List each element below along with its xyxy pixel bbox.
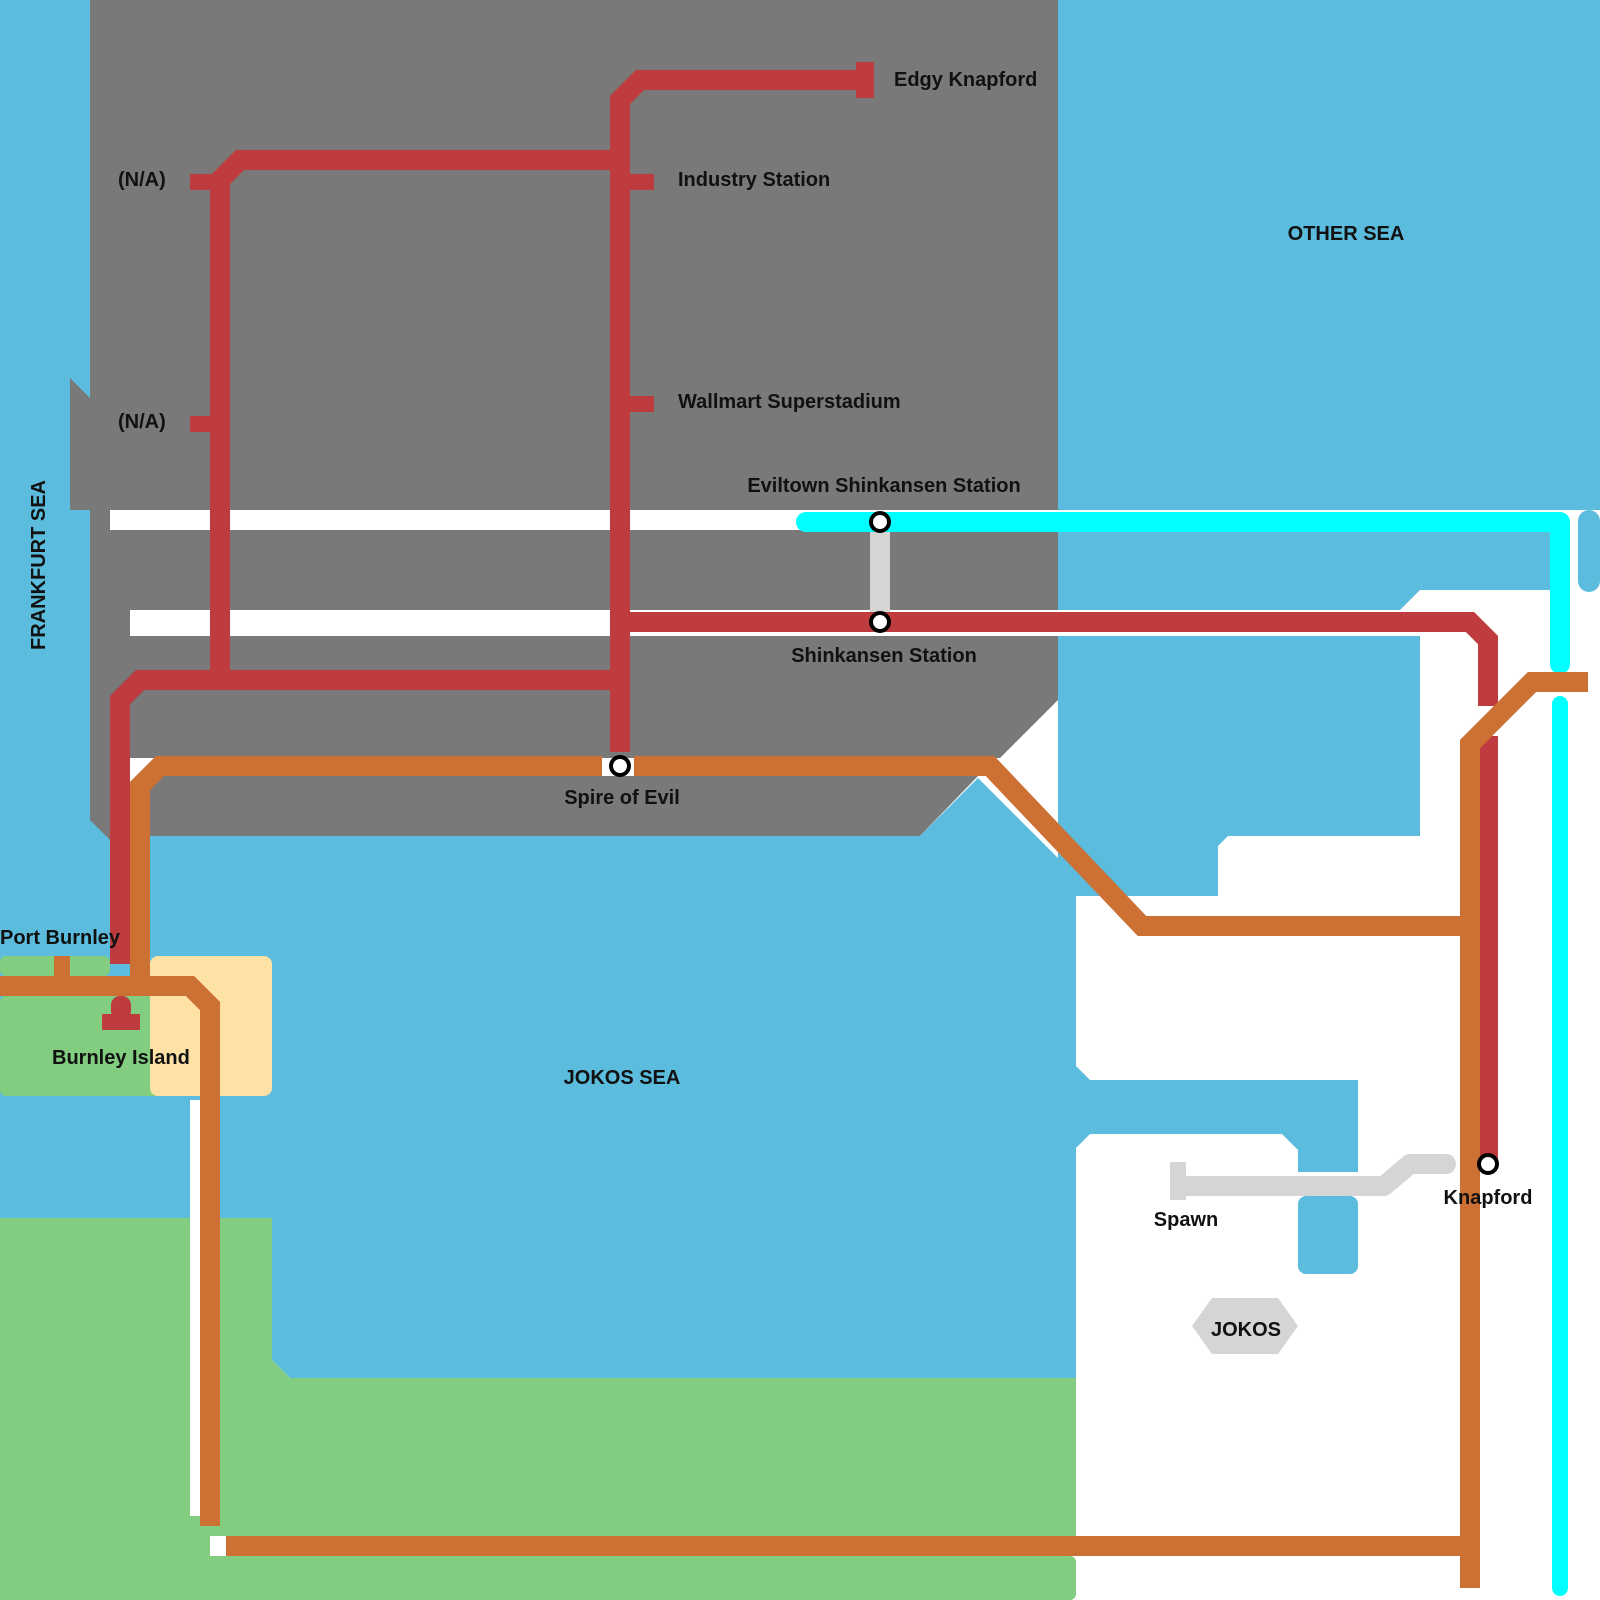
jokos-sea-pond [1298, 1196, 1358, 1274]
station-eviltown-shinkansen[interactable] [869, 511, 891, 533]
west-channel-water [0, 1100, 190, 1218]
east-bay-water [1058, 636, 1420, 896]
edgy-knapford-terminus [856, 62, 874, 98]
station-knapford[interactable] [1477, 1153, 1499, 1175]
label-shinkansen-station: Shinkansen Station [791, 645, 977, 667]
wallmart-tick [620, 396, 654, 412]
label-na-upper: (N/A) [118, 169, 166, 191]
label-wallmart-superstadium: Wallmart Superstadium [678, 391, 901, 413]
port-burnley-tick [54, 956, 70, 988]
label-jokos: JOKOS [1211, 1319, 1281, 1341]
label-na-lower: (N/A) [118, 411, 166, 433]
label-edgy-knapford: Edgy Knapford [894, 69, 1037, 91]
burnley-island-terminus [102, 1014, 140, 1030]
jokos-sea-area [0, 778, 1358, 1378]
south-land-main [210, 1218, 1076, 1536]
cyan-line [796, 512, 1570, 674]
urban-band-4 [150, 776, 978, 836]
urban-band-1 [90, 0, 1058, 510]
label-eviltown-shinkansen: Eviltown Shinkansen Station [747, 475, 1020, 497]
na-upper-tick [190, 174, 220, 190]
other-sea-edge [1578, 510, 1600, 592]
urban-band-3 [90, 636, 1058, 758]
label-frankfurt-sea: FRANKFURT SEA [28, 480, 50, 650]
label-other-sea: OTHER SEA [1288, 223, 1405, 245]
label-spawn: Spawn [1154, 1209, 1218, 1231]
label-spire-of-evil: Spire of Evil [564, 787, 680, 809]
industry-tick [620, 174, 654, 190]
spawn-terminus [1170, 1162, 1186, 1200]
station-spire-of-evil[interactable] [609, 755, 631, 777]
other-sea-area [1058, 0, 1600, 510]
urban-band-2 [90, 530, 1058, 610]
label-knapford: Knapford [1444, 1187, 1533, 1209]
label-jokos-sea: JOKOS SEA [564, 1067, 681, 1089]
burnley-island-land [0, 996, 190, 1096]
spawn-connector-line [1174, 1154, 1456, 1196]
other-sea-lower [1058, 530, 1560, 610]
station-shinkansen[interactable] [869, 611, 891, 633]
jokos-region-badge [1192, 1298, 1298, 1354]
south-land-strip [0, 1556, 1076, 1600]
label-burnley-island: Burnley Island [52, 1047, 190, 1069]
na-lower-tick [190, 416, 220, 432]
orange-line [0, 672, 1588, 1588]
label-industry-station: Industry Station [678, 169, 830, 191]
south-land-west [0, 1218, 190, 1516]
label-port-burnley: Port Burnley [0, 927, 121, 949]
south-land-strip-west [0, 1516, 210, 1600]
